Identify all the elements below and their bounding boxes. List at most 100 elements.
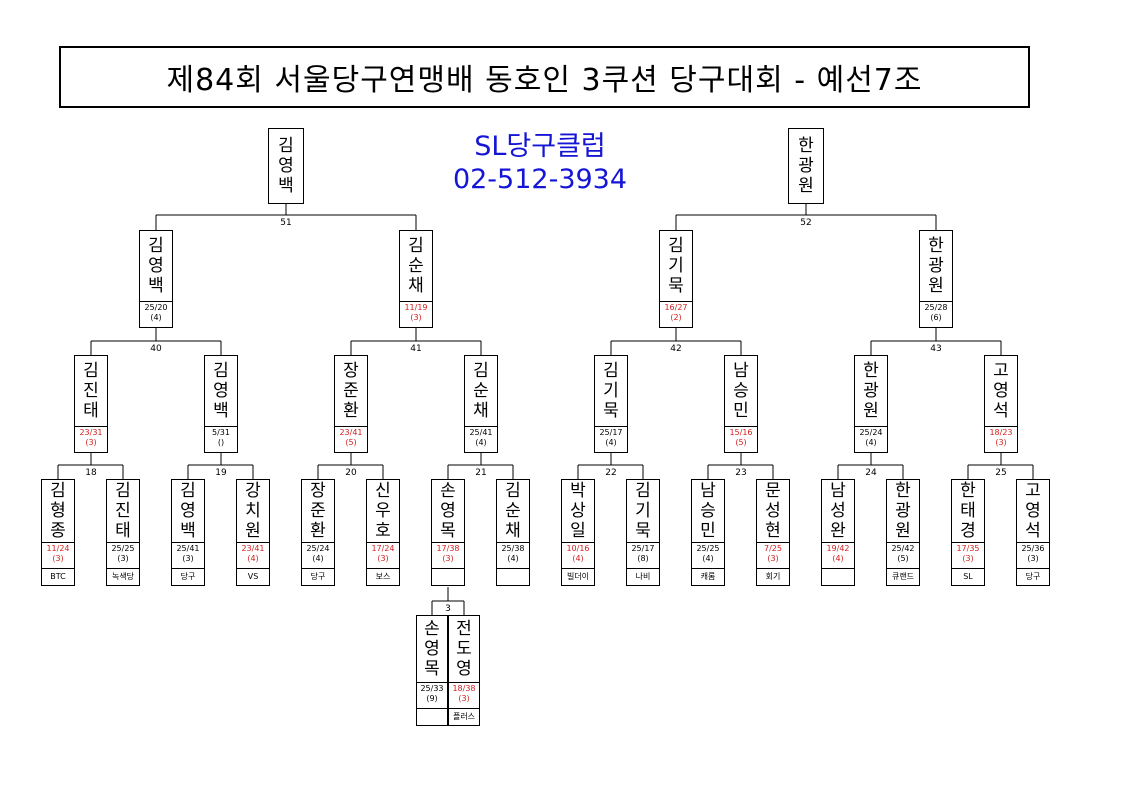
score-value: 23/41 [241,544,265,553]
club-name: SL당구클럽 [474,131,606,162]
score-games: (9) [426,694,438,703]
score-value: 25/36 [1021,544,1045,553]
score-value: 25/25 [696,544,720,553]
player-score: 18/38(3) [448,683,480,709]
player-score: 25/25(3) [106,543,140,569]
score-games: (4) [832,554,844,563]
match-number: 42 [670,344,682,354]
score-games: (4) [702,554,714,563]
player-score: 19/42(4) [821,543,855,569]
score-value: 25/24 [306,544,330,553]
player-score: 25/33(9) [416,683,448,709]
score-value: 25/38 [501,544,525,553]
player-club: SL [951,569,985,586]
score-value: 19/42 [826,544,850,553]
score-value: 25/28 [924,303,948,312]
player-club: VS [236,569,270,586]
score-value: 25/20 [144,303,168,312]
score-games: (5) [345,438,357,447]
score-value: 25/25 [111,544,135,553]
player-score: 25/25(4) [691,543,725,569]
tournament-title: 제84회 서울당구연맹배 동호인 3쿠션 당구대회 - 예선7조 [59,46,1030,108]
player-score: 25/17(4) [594,427,628,453]
player-score: 18/23(3) [984,427,1018,453]
score-value: 25/42 [891,544,915,553]
match-number: 18 [85,468,97,478]
score-games: (3) [117,554,129,563]
score-games: (5) [735,438,747,447]
player-club: BTC [41,569,75,586]
score-games: (4) [507,554,519,563]
score-games: (3) [962,554,974,563]
score-value: 17/35 [956,544,980,553]
player-score: 25/41(3) [171,543,205,569]
match-number: 21 [475,468,487,478]
match-number: 51 [280,218,292,228]
score-games: (8) [637,554,649,563]
player-club: 나비 [626,569,660,586]
score-value: 25/41 [469,428,493,437]
player-score: 25/28(6) [919,302,953,328]
score-games: (4) [605,438,617,447]
player-club: 당구 [301,569,335,586]
match-number: 24 [865,468,877,478]
player-score: 25/24(4) [301,543,335,569]
score-value: 11/19 [404,303,428,312]
player-club [416,709,448,726]
score-value: 17/24 [371,544,395,553]
match-number: 23 [735,468,747,478]
score-games: (3) [1027,554,1039,563]
club-phone: 02-512-3934 [452,164,628,195]
score-games: (3) [995,438,1007,447]
score-games: (4) [150,313,162,322]
score-games: (6) [930,313,942,322]
player-club: 플러스 [448,709,480,726]
score-value: 25/17 [631,544,655,553]
player-club: 빌더이 [561,569,595,586]
score-games: (3) [377,554,389,563]
score-games: (4) [312,554,324,563]
match-number: 40 [150,344,162,354]
player-score: 25/38(4) [496,543,530,569]
score-value: 17/38 [436,544,460,553]
player-score: 16/27(2) [659,302,693,328]
player-score: 11/19(3) [399,302,433,328]
score-value: 16/27 [664,303,688,312]
score-value: 25/17 [599,428,623,437]
score-games: () [217,438,225,447]
player-score: 17/38(3) [431,543,465,569]
score-value: 25/33 [420,684,444,693]
player-score: 17/24(3) [366,543,400,569]
score-value: 23/41 [339,428,363,437]
match-number: 25 [995,468,1007,478]
score-value: 18/23 [989,428,1013,437]
player-score: 15/16(5) [724,427,758,453]
match-number: 41 [410,344,422,354]
player-score: 25/20(4) [139,302,173,328]
player-club: 큐랜드 [886,569,920,586]
player-score: 25/36(3) [1016,543,1050,569]
player-club [821,569,855,586]
player-score: 25/17(8) [626,543,660,569]
player-club: 회기 [756,569,790,586]
